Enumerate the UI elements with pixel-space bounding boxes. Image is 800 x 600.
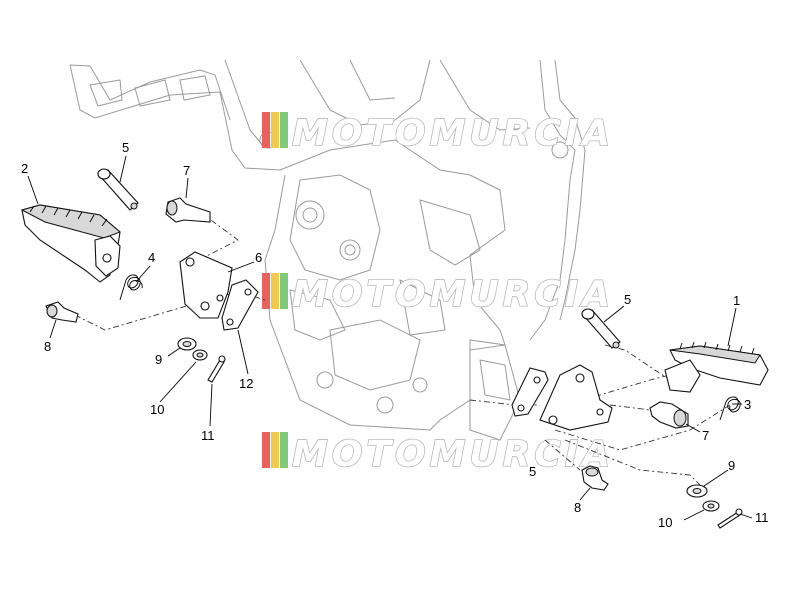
callout-5-center: 5 xyxy=(529,464,536,479)
left-footpeg xyxy=(20,204,121,283)
callout-6-left: 6 xyxy=(255,250,262,265)
right-footpeg xyxy=(664,341,769,393)
callout-labels: 2 5 7 4 6 8 9 10 12 11 5 1 3 7 5 8 9 10 … xyxy=(21,140,769,530)
right-return-spring xyxy=(719,396,741,421)
watermark-stripe-green xyxy=(280,112,288,148)
watermark-bottom: MOTOMURCIA xyxy=(262,432,614,476)
left-pivot-pin xyxy=(97,168,139,211)
callout-2-left: 2 xyxy=(21,161,28,176)
callout-3-right: 3 xyxy=(744,397,751,412)
left-bolt-8 xyxy=(45,301,79,323)
right-washer-10 xyxy=(702,500,720,512)
watermark-stripe-green xyxy=(280,273,288,309)
callout-8-right: 8 xyxy=(574,500,581,515)
left-bracket xyxy=(179,251,233,319)
callout-8-left: 8 xyxy=(44,339,51,354)
callout-10-right: 10 xyxy=(658,515,672,530)
callout-5-right: 5 xyxy=(624,292,631,307)
callout-4-left: 4 xyxy=(148,250,155,265)
left-spacer-plate xyxy=(221,279,259,331)
callout-5-left: 5 xyxy=(122,140,129,155)
watermark-text: MOTOMURCIA xyxy=(292,113,614,154)
callout-7-right: 7 xyxy=(702,428,709,443)
watermark-stripe-red xyxy=(262,273,270,309)
callout-11-right: 11 xyxy=(755,510,769,525)
left-washer-10 xyxy=(192,349,208,361)
right-cotter-pin xyxy=(717,508,743,529)
watermark-stripe-yellow xyxy=(271,273,279,309)
callout-10-left: 10 xyxy=(150,402,164,417)
watermark-stripe-yellow xyxy=(271,432,279,468)
watermark-stripe-green xyxy=(280,432,288,468)
callout-11-left: 11 xyxy=(201,428,215,443)
left-washer-9 xyxy=(177,337,197,351)
right-spacer-plate xyxy=(511,367,549,417)
callout-1-right: 1 xyxy=(733,293,740,308)
callout-12-left: 12 xyxy=(239,376,253,391)
watermark-text: MOTOMURCIA xyxy=(292,274,614,315)
right-pivot-pin xyxy=(581,308,621,349)
right-bolt-8 xyxy=(581,465,609,491)
right-bracket xyxy=(539,364,613,431)
watermark-stripe-yellow xyxy=(271,112,279,148)
watermark-stripe-red xyxy=(262,112,270,148)
watermark-text: MOTOMURCIA xyxy=(292,434,614,475)
left-bolt-7 xyxy=(165,197,211,223)
right-washer-9 xyxy=(686,484,708,498)
right-bolt-7 xyxy=(649,401,689,429)
frame-outline xyxy=(69,59,586,441)
watermark-stripe-red xyxy=(262,432,270,468)
leader-lines xyxy=(27,155,753,521)
watermark-middle: MOTOMURCIA xyxy=(262,273,614,316)
left-cotter-pin xyxy=(207,355,226,383)
callout-9-left: 9 xyxy=(155,352,162,367)
callout-9-right: 9 xyxy=(728,458,735,473)
watermark-top: MOTOMURCIA xyxy=(262,112,614,155)
callout-7-left: 7 xyxy=(183,163,190,178)
